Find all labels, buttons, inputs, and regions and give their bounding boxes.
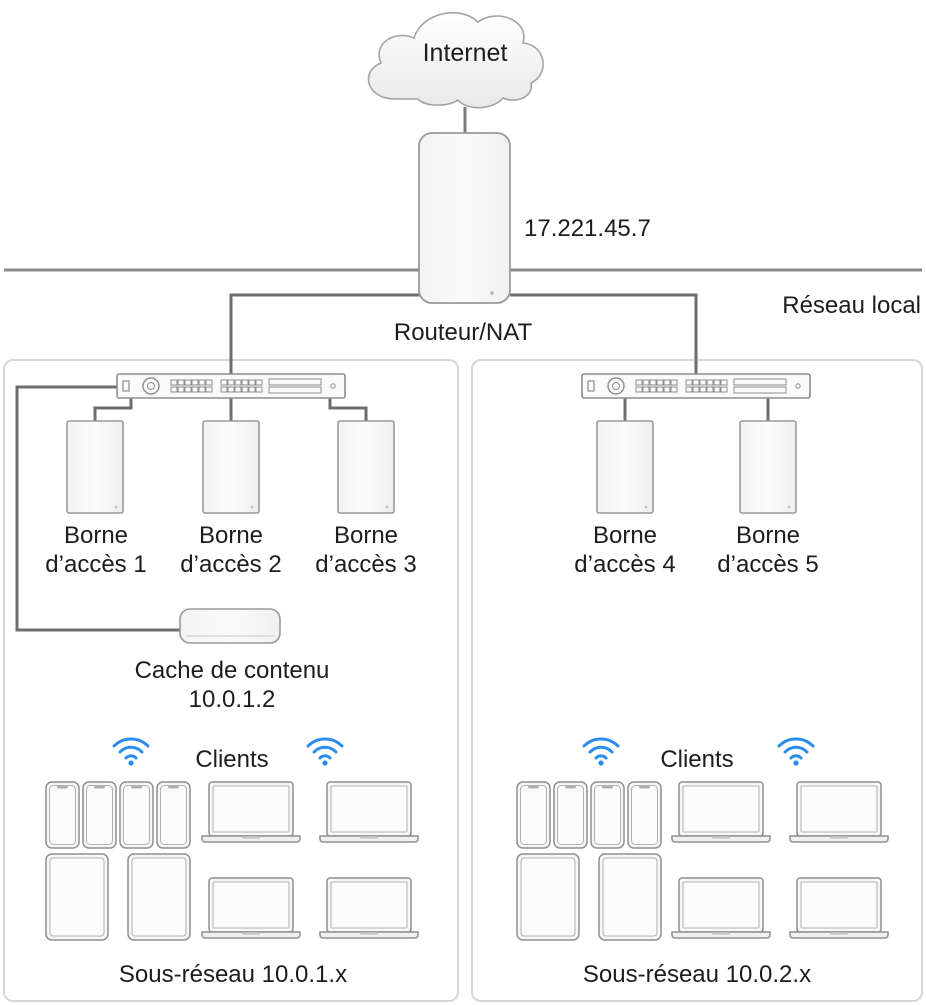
access-point-4-label-line1: Borne bbox=[593, 522, 657, 549]
content-cache-label: Cache de contenu bbox=[135, 657, 330, 684]
switch-to-ap3-wire bbox=[328, 398, 368, 421]
access-point-4-icon bbox=[596, 420, 654, 514]
phone-icon bbox=[156, 781, 191, 849]
internet-cloud-icon bbox=[367, 12, 544, 109]
laptop-icon bbox=[671, 877, 771, 939]
access-point-5-label-line1: Borne bbox=[736, 522, 800, 549]
content-cache-ip-label: 10.0.1.2 bbox=[189, 686, 276, 713]
tablet-icon bbox=[127, 853, 191, 941]
router-ip-label: 17.221.45.7 bbox=[524, 215, 651, 242]
network-switch-right bbox=[581, 373, 811, 399]
tablet-icon bbox=[516, 853, 580, 941]
laptop-icon bbox=[319, 781, 419, 843]
laptop-icon bbox=[319, 877, 419, 939]
access-point-3-label-line1: Borne bbox=[334, 522, 398, 549]
laptop-icon bbox=[201, 877, 301, 939]
phone-icon bbox=[45, 781, 80, 849]
access-point-2-label-line1: Borne bbox=[199, 522, 263, 549]
switch-to-cache-wire bbox=[15, 385, 181, 632]
internet-label: Internet bbox=[423, 39, 508, 67]
subnet-left-label: Sous-réseau 10.0.1.x bbox=[119, 961, 347, 988]
access-point-1-label-line1: Borne bbox=[64, 522, 128, 549]
phone-icon bbox=[627, 781, 662, 849]
access-point-5-icon bbox=[739, 420, 797, 514]
access-point-2-icon bbox=[202, 420, 260, 514]
laptop-icon bbox=[789, 877, 889, 939]
network-switch-left bbox=[116, 373, 346, 399]
phone-icon bbox=[119, 781, 154, 849]
router-link-right bbox=[510, 293, 698, 377]
router-label: Routeur/NAT bbox=[394, 319, 533, 346]
router-device bbox=[418, 132, 511, 304]
router-link-left bbox=[229, 293, 420, 377]
content-cache-device-icon bbox=[179, 608, 281, 644]
tablet-icon bbox=[45, 853, 109, 941]
tablet-icon bbox=[598, 853, 662, 941]
switch-to-ap1-wire bbox=[93, 398, 133, 421]
access-point-3-icon bbox=[337, 420, 395, 514]
laptop-icon bbox=[789, 781, 889, 843]
local-network-label: Réseau local bbox=[782, 292, 921, 319]
subnet-right-label: Sous-réseau 10.0.2.x bbox=[583, 961, 811, 988]
laptop-icon bbox=[201, 781, 301, 843]
phone-icon bbox=[516, 781, 551, 849]
clients-label-left: Clients bbox=[195, 746, 268, 773]
access-point-5-label-line2: d’accès 5 bbox=[717, 551, 818, 578]
phone-icon bbox=[553, 781, 588, 849]
access-point-1-icon bbox=[66, 420, 124, 514]
access-point-2-label-line2: d’accès 2 bbox=[180, 551, 281, 578]
access-point-3-label-line2: d’accès 3 bbox=[315, 551, 416, 578]
phone-icon bbox=[590, 781, 625, 849]
access-point-1-label-line2: d’accès 1 bbox=[45, 551, 146, 578]
clients-label-right: Clients bbox=[660, 746, 733, 773]
access-point-4-label-line2: d’accès 4 bbox=[574, 551, 675, 578]
phone-icon bbox=[82, 781, 117, 849]
laptop-icon bbox=[671, 781, 771, 843]
